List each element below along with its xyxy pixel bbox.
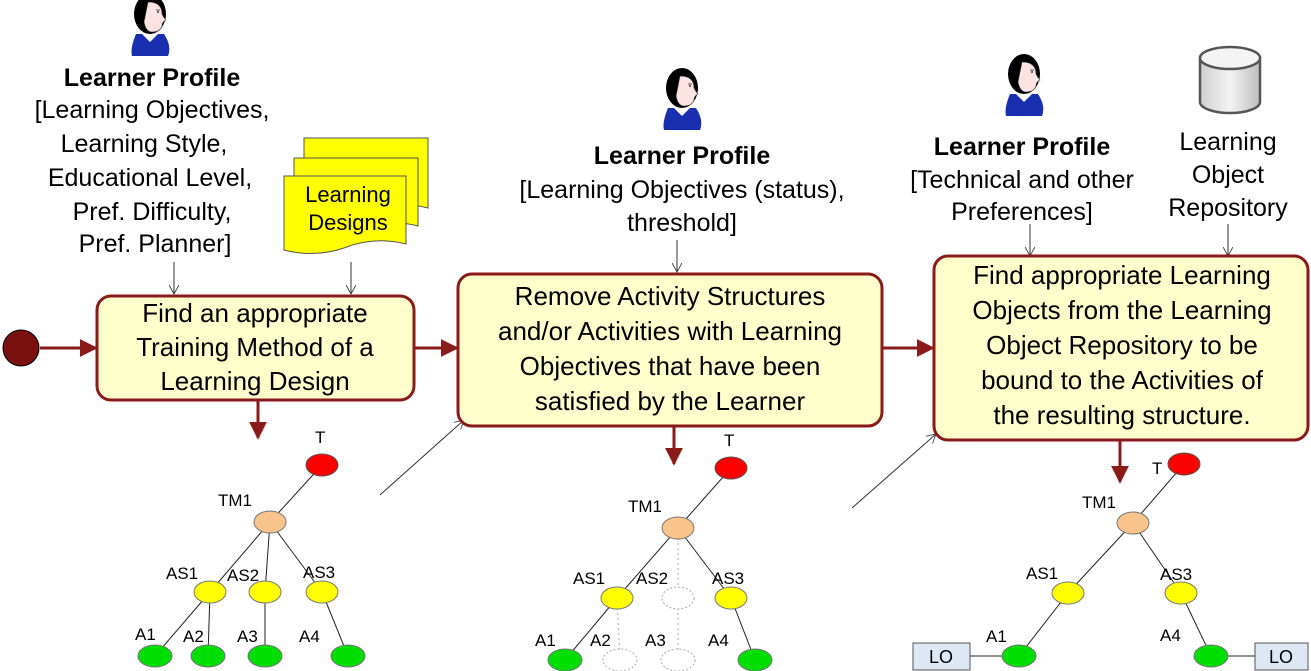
lo-box-left xyxy=(912,642,971,671)
learning-designs-line-2: Designs xyxy=(308,210,387,235)
tree-3-label-AS1: AS1 xyxy=(1026,564,1058,583)
tree-1-node-T xyxy=(305,453,339,477)
profile-3-title: Learner Profile xyxy=(934,133,1111,161)
tree-3-node-AS3 xyxy=(1164,581,1198,605)
step-box-3 xyxy=(932,254,1310,442)
tree-1-label-A4: A4 xyxy=(299,627,320,646)
tree-1-node-TM1 xyxy=(253,510,287,534)
step-box-2 xyxy=(456,272,884,428)
step-3-line-1: Find appropriate Learning xyxy=(973,260,1271,290)
tree-2-node-AS2 xyxy=(661,586,695,610)
tree-3-label-AS3: AS3 xyxy=(1160,565,1192,584)
profile-1-line-4: Pref. Difficulty, xyxy=(73,198,232,226)
repository-line-2: Object xyxy=(1192,161,1264,189)
profile-2-line-2: threshold] xyxy=(627,209,737,237)
tree-3-label-A4: A4 xyxy=(1160,626,1181,645)
lo-label-left: LO xyxy=(929,647,953,667)
tree-3-node-A4 xyxy=(1193,644,1229,668)
tree-1-node-A2 xyxy=(190,644,226,668)
profile-3-line-1: [Technical and other xyxy=(910,166,1134,194)
tree-1-node-A1 xyxy=(137,644,173,668)
tree-3-label-T: T xyxy=(1152,459,1162,478)
feedback-arrow-2 xyxy=(851,434,936,509)
learner-icon-3 xyxy=(1005,53,1044,117)
tree-1-label-T: T xyxy=(315,428,325,447)
tree-1: T TM1 AS1 AS2 AS3 A1 A2 A3 A4 xyxy=(135,428,366,668)
tree-1-node-AS3 xyxy=(305,580,339,604)
tree-2-label-AS2: AS2 xyxy=(636,569,668,588)
step-2-line-3: Objectives that have been xyxy=(520,351,821,381)
tree-1-label-A2: A2 xyxy=(183,627,204,646)
tree-2-label-A4: A4 xyxy=(708,631,729,650)
profile-2-line-1: [Learning Objectives (status), xyxy=(519,176,844,204)
step-2-line-1: Remove Activity Structures xyxy=(515,281,826,311)
tree-2-node-T xyxy=(714,456,748,480)
tree-2-label-AS3: AS3 xyxy=(712,569,744,588)
profile-1-line-1: [Learning Objectives, xyxy=(35,96,270,124)
step-3-line-4: bound to the Activities of xyxy=(981,365,1264,395)
tree-1-node-AS1 xyxy=(193,580,227,604)
step-box-1 xyxy=(95,294,416,402)
profile-1-line-3: Educational Level, xyxy=(48,164,252,192)
profile-1-title: Learner Profile xyxy=(64,64,241,92)
step-3-line-3: Object Repository to be xyxy=(986,330,1258,360)
tree-3-label-TM1: TM1 xyxy=(1082,493,1116,512)
tree-1-label-TM1: TM1 xyxy=(218,491,252,510)
learning-designs-icon xyxy=(283,137,429,254)
tree-2-node-AS1 xyxy=(600,586,634,610)
repository-line-3: Repository xyxy=(1168,194,1288,222)
repository-cylinder-icon xyxy=(1198,45,1262,115)
tree-1-node-AS2 xyxy=(248,580,282,604)
tree-3-node-A1 xyxy=(1001,644,1037,668)
tree-1-node-A3 xyxy=(247,644,283,668)
tree-1-label-AS3: AS3 xyxy=(303,563,335,582)
learner-icon-1 xyxy=(131,0,170,57)
learning-designs-line-1: Learning xyxy=(305,182,391,207)
tree-3-node-TM1 xyxy=(1116,511,1150,535)
step-2-line-4: satisfied by the Learner xyxy=(535,386,806,416)
tree-3: LO LO T TM1 AS1 AS3 A1 A4 xyxy=(912,452,1309,671)
tree-2-node-A1 xyxy=(547,648,583,671)
tree-1-node-A4 xyxy=(330,644,366,668)
tree-1-label-A1: A1 xyxy=(135,625,156,644)
tree-2-label-TM1: TM1 xyxy=(628,497,662,516)
tree-2-node-A4 xyxy=(737,648,773,671)
step-1-line-3: Learning Design xyxy=(160,366,349,396)
tree-2-label-A2: A2 xyxy=(590,631,611,650)
tree-3-node-AS1 xyxy=(1051,581,1085,605)
tree-1-label-AS2: AS2 xyxy=(227,566,259,585)
step-1-line-1: Find an appropriate xyxy=(142,298,367,328)
tree-3-node-T xyxy=(1167,452,1201,476)
feedback-arrow-1 xyxy=(379,420,464,496)
tree-2-label-AS1: AS1 xyxy=(573,569,605,588)
start-node xyxy=(2,329,40,367)
profile-1-line-2: Learning Style, xyxy=(61,130,228,158)
tree-2-label-A3: A3 xyxy=(645,631,666,650)
input-arrows xyxy=(174,224,1228,509)
tree-2: T TM1 AS1 AS2 AS3 A1 A2 A3 A4 xyxy=(535,431,773,671)
step-1-line-2: Training Method of a xyxy=(136,332,374,362)
tree-2-node-A2 xyxy=(602,648,638,671)
tree-2-node-AS3 xyxy=(714,586,748,610)
learner-icon-2 xyxy=(663,67,702,131)
tree-1-label-A3: A3 xyxy=(237,627,258,646)
tree-2-label-A1: A1 xyxy=(535,631,556,650)
step-3-line-5: the resulting structure. xyxy=(993,400,1250,430)
tree-2-node-A3 xyxy=(660,648,696,671)
lo-label-right: LO xyxy=(1269,647,1293,667)
repository-line-1: Learning xyxy=(1179,128,1276,156)
step-2-line-2: and/or Activities with Learning xyxy=(498,316,842,346)
tree-3-label-A1: A1 xyxy=(986,627,1007,646)
profile-1-line-5: Pref. Planner] xyxy=(79,230,232,258)
tree-2-node-TM1 xyxy=(661,516,695,540)
profile-3-line-2: Preferences] xyxy=(951,198,1093,226)
lo-box-right xyxy=(1254,642,1309,671)
tree-1-label-AS1: AS1 xyxy=(166,564,198,583)
tree-2-label-T: T xyxy=(724,431,734,450)
flow-arrows xyxy=(40,339,1129,484)
step-3-line-2: Objects from the Learning xyxy=(972,295,1271,325)
profile-2-title: Learner Profile xyxy=(594,142,771,170)
